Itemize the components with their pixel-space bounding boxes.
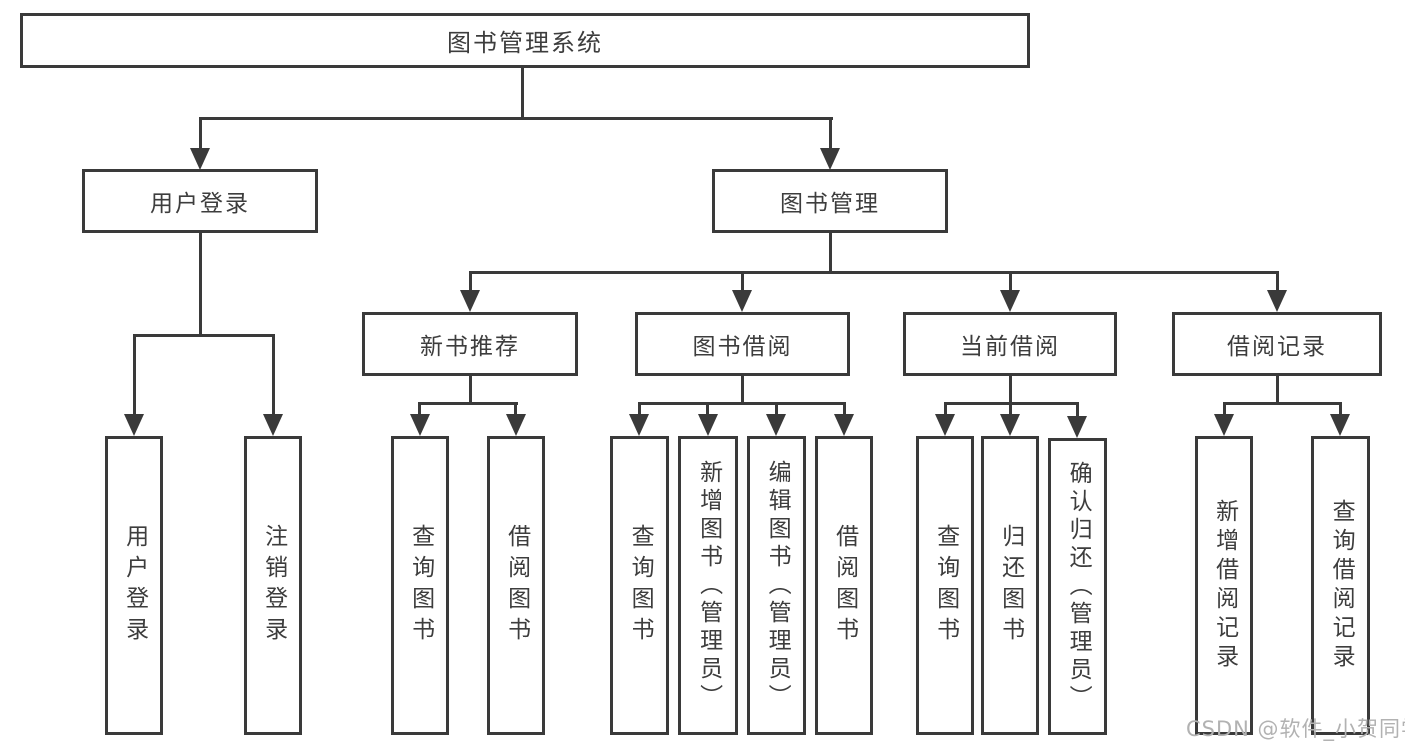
arrow-down-icon — [629, 414, 649, 436]
leaf-query-books-borrowing-label: 查询图书 — [627, 523, 654, 648]
connector-line — [418, 402, 518, 405]
leaf-query-borrow-record: 查询借阅记录 — [1311, 436, 1370, 735]
watermark: CSDN @软件_小贺同学 — [1186, 717, 1405, 741]
arrow-down-icon — [698, 414, 718, 436]
arrow-down-icon — [732, 290, 752, 312]
leaf-borrow-books-recommend-label: 借阅图书 — [503, 523, 530, 648]
arrow-down-icon — [1267, 290, 1287, 312]
connector-line — [1276, 271, 1279, 292]
connector-line — [1009, 271, 1012, 292]
connector-line — [944, 402, 947, 418]
connector-line — [829, 233, 832, 273]
node-user-login: 用户登录 — [82, 169, 318, 233]
arrow-down-icon — [190, 148, 210, 170]
arrow-down-icon — [1000, 414, 1020, 436]
connector-line — [829, 117, 832, 150]
arrow-down-icon — [506, 414, 526, 436]
leaf-query-books-recommend: 查询图书 — [391, 436, 449, 735]
connector-line — [1223, 402, 1342, 405]
node-new-book-recommendation: 新书推荐 — [362, 312, 578, 376]
leaf-user-login: 用户登录 — [105, 436, 163, 735]
connector-line — [741, 271, 744, 292]
arrow-down-icon — [834, 414, 854, 436]
connector-line — [1076, 402, 1079, 418]
node-borrowing-records: 借阅记录 — [1172, 312, 1382, 376]
arrow-down-icon — [263, 414, 283, 436]
connector-line — [741, 376, 744, 405]
connector-line — [521, 68, 524, 118]
leaf-query-borrow-record-label: 查询借阅记录 — [1328, 498, 1355, 673]
leaf-borrow-books-borrowing-label: 借阅图书 — [831, 523, 858, 648]
connector-line — [469, 271, 1279, 274]
arrow-down-icon — [1214, 414, 1234, 436]
leaf-query-books-recommend-label: 查询图书 — [407, 523, 434, 648]
connector-line — [514, 402, 517, 418]
leaf-query-books-current: 查询图书 — [916, 436, 974, 735]
connector-line — [1009, 402, 1012, 418]
connector-line — [469, 376, 472, 405]
leaf-borrow-books-borrowing: 借阅图书 — [815, 436, 873, 735]
node-book-management: 图书管理 — [712, 169, 948, 233]
arrow-down-icon — [935, 414, 955, 436]
arrow-down-icon — [1330, 414, 1350, 436]
connector-line — [199, 117, 202, 150]
connector-line — [843, 402, 846, 418]
leaf-query-books-borrowing: 查询图书 — [610, 436, 669, 735]
arrow-down-icon — [460, 290, 480, 312]
arrow-down-icon — [820, 148, 840, 170]
arrow-down-icon — [410, 414, 430, 436]
connector-line — [638, 402, 846, 405]
leaf-add-books-admin: 新增图书（管理员） — [678, 436, 738, 735]
leaf-confirm-return-admin: 确认归还（管理员） — [1048, 438, 1107, 735]
connector-line — [199, 117, 833, 120]
arrow-down-icon — [766, 414, 786, 436]
connector-line — [638, 402, 641, 418]
node-current-borrowing: 当前借阅 — [903, 312, 1117, 376]
connector-line — [133, 334, 275, 337]
leaf-add-borrow-record-label: 新增借阅记录 — [1211, 498, 1238, 673]
connector-line — [418, 402, 421, 418]
leaf-borrow-books-recommend: 借阅图书 — [487, 436, 545, 735]
leaf-logout-label: 注销登录 — [260, 523, 287, 648]
connector-line — [1223, 402, 1226, 418]
arrow-down-icon — [1067, 416, 1087, 438]
leaf-edit-books-admin: 编辑图书（管理员） — [747, 436, 806, 735]
leaf-query-books-current-label: 查询图书 — [932, 523, 959, 648]
connector-line — [1339, 402, 1342, 418]
connector-line — [775, 402, 778, 418]
leaf-add-books-admin-label: 新增图书（管理员） — [695, 459, 722, 712]
leaf-edit-books-admin-label: 编辑图书（管理员） — [764, 459, 791, 712]
connector-line — [199, 233, 202, 336]
connector-line — [133, 334, 136, 416]
leaf-add-borrow-record: 新增借阅记录 — [1195, 436, 1253, 735]
connector-line — [469, 271, 472, 292]
arrow-down-icon — [1000, 290, 1020, 312]
node-book-borrowing: 图书借阅 — [635, 312, 850, 376]
connector-line — [272, 334, 275, 416]
node-library-system: 图书管理系统 — [20, 13, 1030, 68]
connector-line — [706, 402, 709, 418]
leaf-user-login-label: 用户登录 — [121, 523, 148, 648]
leaf-confirm-return-admin-label: 确认归还（管理员） — [1065, 460, 1092, 713]
leaf-return-books: 归还图书 — [981, 436, 1039, 735]
connector-line — [1276, 376, 1279, 405]
leaf-return-books-label: 归还图书 — [997, 523, 1024, 648]
leaf-logout: 注销登录 — [244, 436, 302, 735]
arrow-down-icon — [124, 414, 144, 436]
connector-line — [1009, 376, 1012, 405]
